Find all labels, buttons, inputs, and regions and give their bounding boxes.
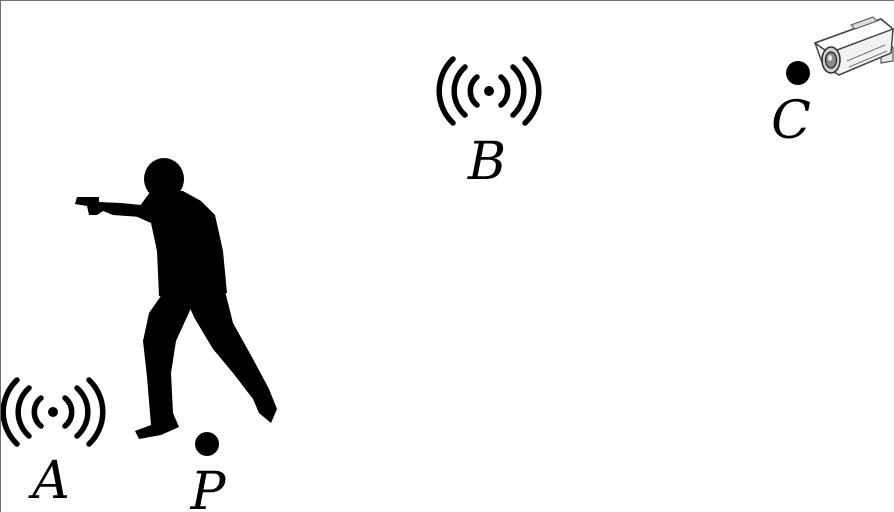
wireless-signal-icon <box>436 56 542 126</box>
label-a: A <box>28 451 70 511</box>
label-p: P <box>190 462 227 512</box>
label-c: C <box>771 91 811 151</box>
wireless-signal-icon <box>1 377 106 447</box>
point-c-dot <box>786 61 810 85</box>
label-b: B <box>467 132 506 192</box>
gunman-silhouette-icon <box>75 158 277 439</box>
point-p-dot <box>195 432 219 456</box>
security-camera-icon <box>813 16 894 76</box>
